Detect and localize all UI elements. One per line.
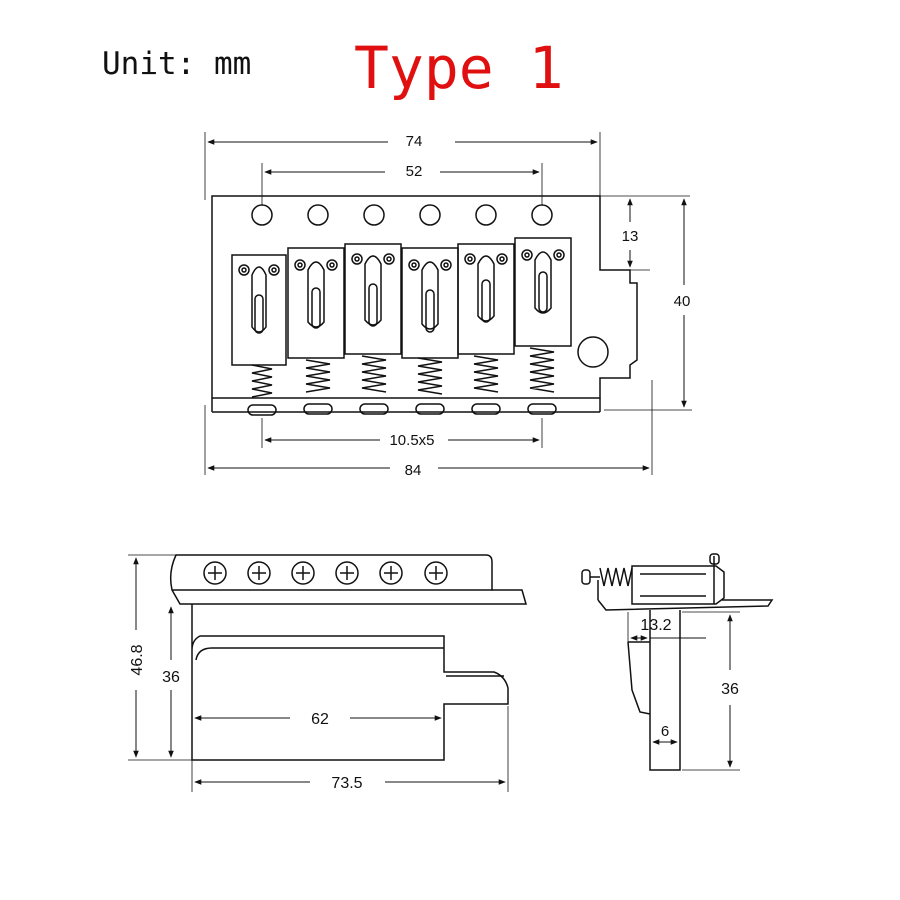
front-block-outline: [191, 604, 509, 761]
front-view: 46.8 36 62 73.5: [128, 554, 527, 792]
dim-side-height: 36: [721, 681, 739, 698]
screw-hole: [475, 204, 497, 226]
spring: [527, 347, 557, 415]
side-view: 13.2 36 6: [581, 553, 774, 771]
type-title: Type 1: [354, 34, 564, 102]
dim-saddle-spacing: 10.5x5: [389, 432, 434, 449]
spring: [247, 364, 277, 416]
saddle: [401, 247, 459, 359]
screw-head: [291, 561, 315, 585]
side-saddle: [631, 565, 725, 605]
screw-hole: [307, 204, 329, 226]
side-plate: [597, 599, 774, 611]
saddle: [514, 237, 572, 347]
front-plate-outline: [169, 554, 527, 605]
spring: [359, 355, 389, 415]
dim-block-height: 36: [162, 669, 180, 686]
side-block: [627, 610, 681, 771]
tremolo-arm-hole: [577, 336, 609, 368]
dim-block-depth: 6: [661, 723, 669, 740]
screw-head: [424, 561, 448, 585]
saddles: [231, 237, 572, 366]
unit-label: Unit: mm: [102, 46, 252, 82]
intonation-springs: [247, 347, 557, 416]
spring: [303, 359, 333, 415]
dim-base-width: 84: [405, 462, 422, 479]
screw-head: [379, 561, 403, 585]
screw-hole: [363, 204, 385, 226]
saddle: [344, 243, 402, 355]
screw-head: [335, 561, 359, 585]
top-view: 74 52 13 40 10.5x5 84: [204, 132, 692, 479]
screw-hole: [531, 204, 553, 226]
dim-offset: 13.2: [640, 617, 671, 634]
screw-hole: [251, 204, 273, 226]
spring: [415, 357, 445, 415]
dim-total-top: 74: [406, 133, 423, 150]
saddle: [457, 243, 515, 355]
dim-plate-width: 73.5: [331, 775, 362, 792]
screw-holes: [251, 204, 553, 226]
side-spring: [599, 567, 633, 587]
dim-total-height: 46.8: [129, 644, 146, 675]
spring: [471, 355, 501, 415]
screw-head: [203, 561, 227, 585]
screw-hole: [419, 204, 441, 226]
saddle: [287, 247, 345, 359]
screw-head: [247, 561, 271, 585]
mounting-screws: [203, 561, 448, 585]
saddle: [231, 254, 287, 366]
dim-step-height: 13: [622, 228, 639, 245]
dim-screw-span: 52: [406, 163, 423, 180]
dim-block-width: 62: [311, 711, 329, 728]
dim-height: 40: [674, 293, 691, 310]
